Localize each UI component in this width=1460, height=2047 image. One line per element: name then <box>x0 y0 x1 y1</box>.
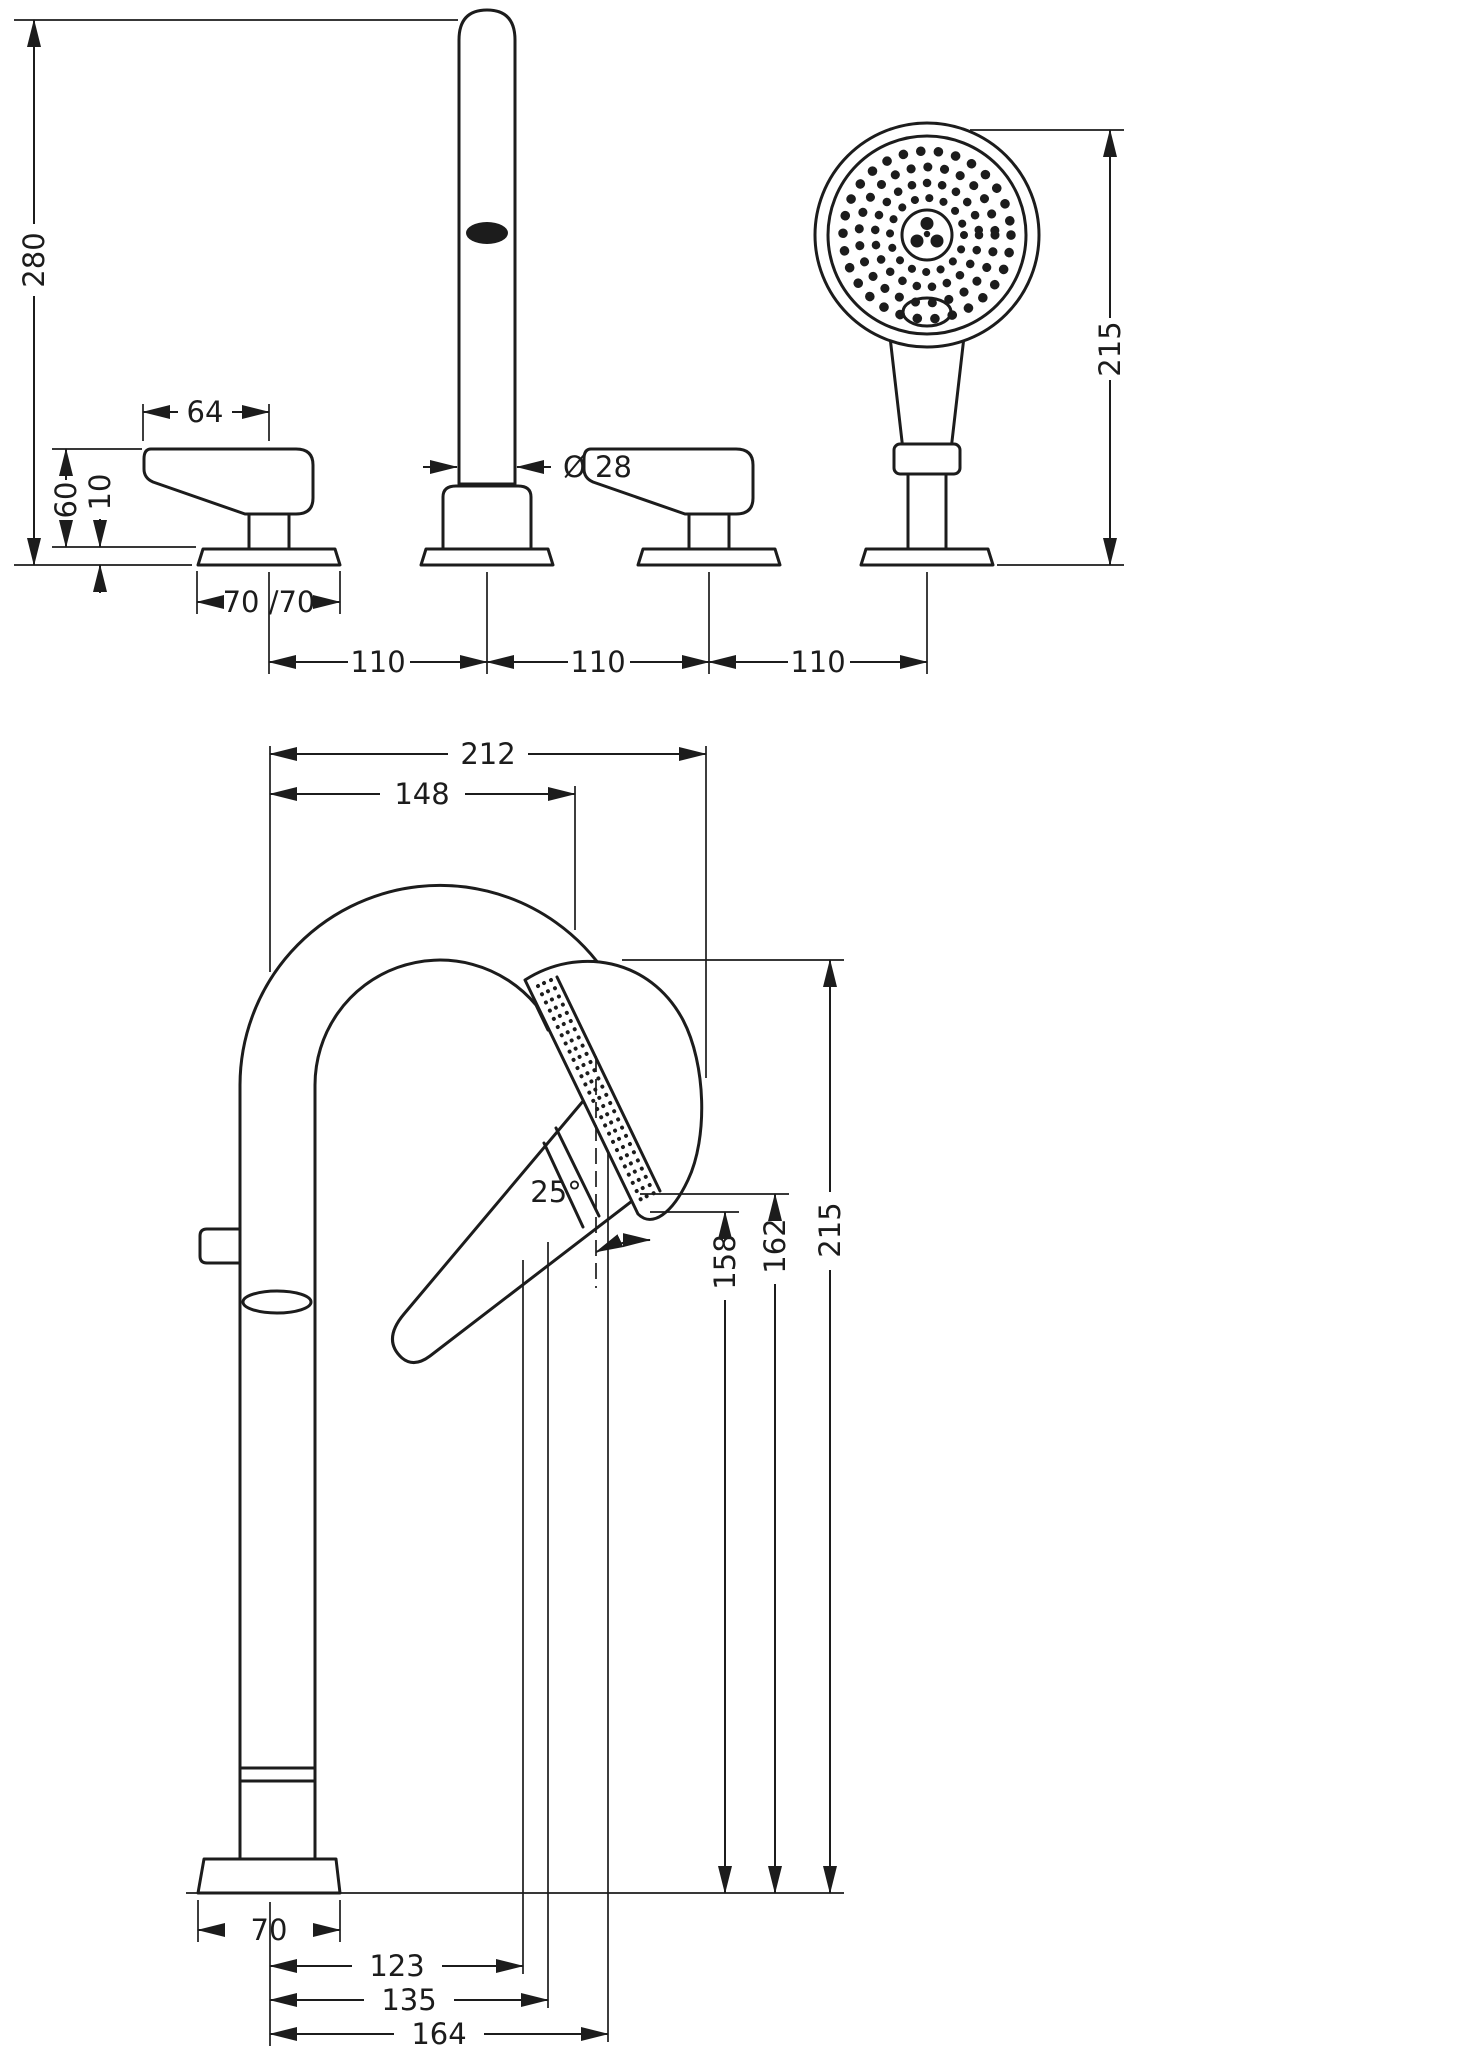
spray-face-dots-1 <box>536 984 643 1202</box>
spray-face-dots-3 <box>549 978 656 1196</box>
spout-front <box>419 8 555 567</box>
dim-label-215: 215 <box>1093 321 1127 376</box>
shower-head-rim <box>826 134 1028 336</box>
escutcheon-side <box>196 1857 342 1895</box>
dim-height-spray-outer: 162 <box>640 1193 792 1894</box>
hand-shower-side <box>391 959 704 1364</box>
spout-base <box>441 484 533 551</box>
dim-label-164: 164 <box>411 2017 466 2047</box>
dim-label-60: 60 <box>49 482 83 519</box>
grip-collar-lines <box>542 1126 601 1229</box>
dim-label-25: 25° <box>530 1175 581 1209</box>
spray-ring-3 <box>870 178 984 292</box>
dim-label-212: 212 <box>460 737 515 771</box>
spray-center-dot <box>923 230 931 238</box>
dim-label-215s: 215 <box>813 1202 847 1257</box>
spray-ring-1 <box>838 146 1016 324</box>
dim-spout-diameter: Ø 28 <box>423 450 632 484</box>
cane-inner-edge <box>313 958 550 1868</box>
spray-ring-4 <box>886 194 968 276</box>
dim-label-110a: 110 <box>350 645 405 679</box>
dim-label-110b: 110 <box>570 645 625 679</box>
spout-outlet <box>466 222 508 244</box>
shower-hang-hole <box>901 296 953 328</box>
dim-height-spray-inner: 158 <box>650 1211 742 1894</box>
shower-collar <box>892 442 962 476</box>
dim-label-d28: Ø 28 <box>563 450 632 484</box>
dim-label-280: 280 <box>17 232 51 287</box>
spray-center-dot <box>920 217 934 230</box>
dim-handle-length: 64 <box>142 395 270 441</box>
spray-ring-2 <box>854 162 1000 308</box>
spout-escutcheon <box>419 547 555 567</box>
dim-reach-overall: 212 <box>269 737 707 1078</box>
dim-handle-height: 60 <box>49 448 196 548</box>
handle-lever <box>142 447 315 516</box>
angle-arc <box>595 1233 651 1253</box>
union-lines <box>238 1766 317 1783</box>
dim-offset-mid: 135 <box>269 1983 549 2017</box>
dim-spacings: 110 110 110 <box>268 572 928 679</box>
spray-center-ring <box>900 208 954 262</box>
shower-escutcheon <box>859 547 995 567</box>
dim-base-width: 70 <box>197 1900 341 1947</box>
handle-escutcheon <box>196 547 342 567</box>
spout-mouth <box>241 1289 313 1315</box>
dim-label-148: 148 <box>394 777 449 811</box>
dim-label-10: 10 <box>83 474 117 511</box>
hand-shower-front <box>813 121 1041 567</box>
handle-stem <box>247 512 291 551</box>
spray-face-rim <box>555 975 662 1193</box>
dim-escutcheon-height: 10 <box>83 474 117 593</box>
side-view: 25° 212 148 158 162 <box>186 737 847 2047</box>
dim-label-64: 64 <box>187 395 224 429</box>
dim-label-123: 123 <box>369 1949 424 1983</box>
spray-center-dot <box>930 234 944 248</box>
spray-center-dot <box>910 234 924 248</box>
handle-left <box>142 447 342 567</box>
dim-label-70: 70 <box>251 1913 288 1947</box>
dim-label-135: 135 <box>381 1983 436 2017</box>
dim-reach-spout: 148 <box>269 777 576 930</box>
dim-shower-height: 215 <box>970 129 1127 566</box>
shower-grip-side <box>391 1098 638 1364</box>
dim-angle: 25° <box>530 1056 651 1288</box>
dim-label-110c: 110 <box>790 645 845 679</box>
shower-stem <box>906 472 948 551</box>
dim-offset-inner: 123 <box>269 1949 524 1983</box>
dim-height-overall: 215 <box>622 959 847 1894</box>
dim-offset-outer: 164 <box>269 2017 609 2047</box>
diverter-knob <box>198 1227 242 1265</box>
spout-tube <box>457 8 517 486</box>
top-view: 280 60 10 64 Ø 28 <box>14 8 1127 679</box>
dim-label-162: 162 <box>758 1218 792 1273</box>
dim-label-158: 158 <box>708 1234 742 1289</box>
